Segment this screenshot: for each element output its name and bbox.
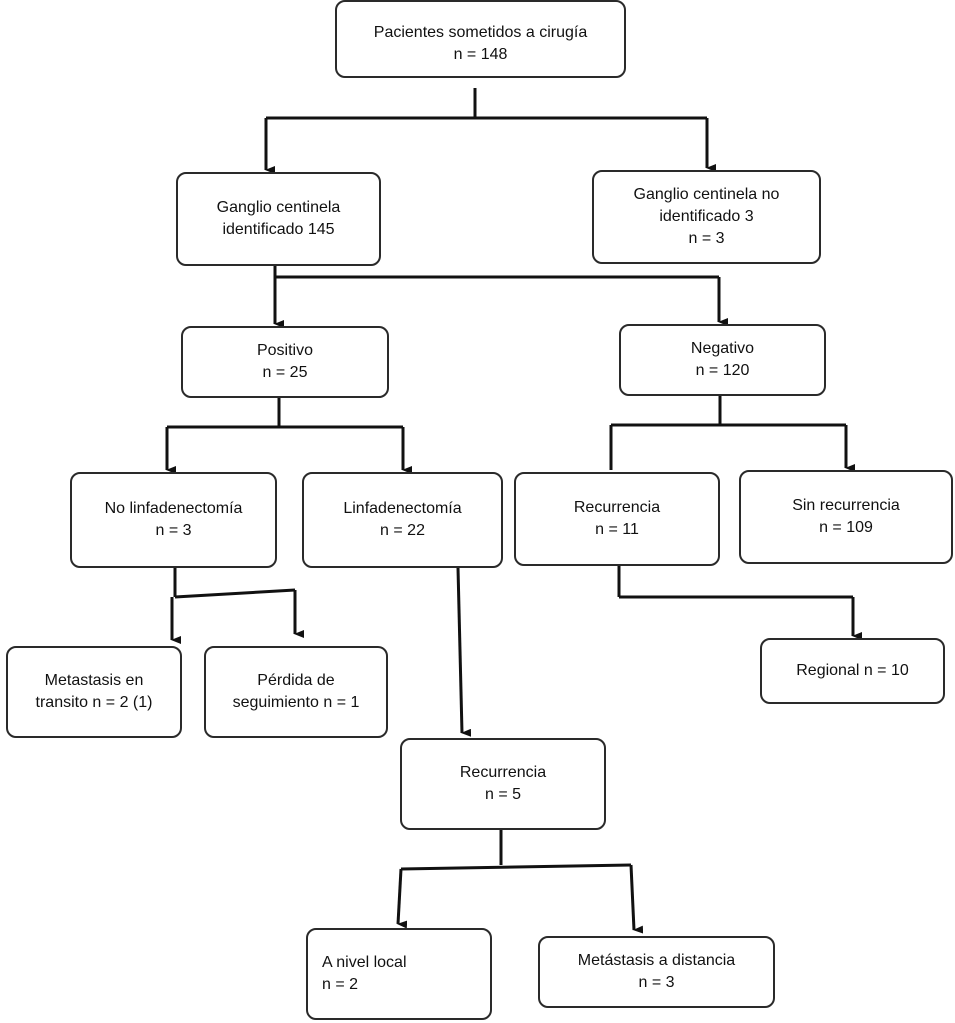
node-ganglio-no-identificado-line-2: identificado 3 [659,208,754,225]
node-recurrencia-linfadenectomia-line-2: n = 5 [484,786,522,803]
node-ganglio-identificado-line-2: identificado 145 [222,221,335,238]
node-no-linfadenectomia-line-1: No linfadenectomía [104,500,243,517]
node-root-line-2: n = 148 [453,46,508,63]
node-no-linfadenectomia-line-2: n = 3 [155,522,192,539]
node-perdida-seguimiento-line-2: seguimiento n = 1 [232,694,360,711]
node-regional: Regional n = 10 [760,638,945,704]
arrow-to-metastasis-distancia [629,864,644,934]
node-linfadenectomia-line-2: n = 22 [380,522,425,539]
node-sin-recurrencia: Sin recurrencia n = 109 [739,470,953,564]
node-recurrencia-negativo: Recurrencia n = 11 [514,472,720,566]
node-metastasis-transito: Metastasis en transito n = 2 (1) [6,646,182,738]
arrow-to-nivel-local [396,868,408,929]
connector-rec5-bar [400,863,632,871]
node-root-line-1: Pacientes sometidos a cirugía [373,24,588,41]
node-regional-line-1: Regional n = 10 [796,662,909,679]
node-sin-recurrencia-line-2: n = 109 [819,519,873,536]
node-ganglio-no-identificado-line-3: n = 3 [688,230,725,247]
node-negativo-line-2: n = 120 [695,362,750,379]
node-no-linfadenectomia: No linfadenectomía n = 3 [70,472,277,568]
node-ganglio-identificado-line-1: Ganglio centinela [216,199,341,216]
node-recurrencia-linfadenectomia: Recurrencia n = 5 [400,738,606,830]
node-linfadenectomia-line-1: Linfadenectomía [343,500,462,517]
node-perdida-seguimiento-line-1: Pérdida de [257,672,335,689]
node-root: Pacientes sometidos a cirugía n = 148 [335,0,626,78]
node-metastasis-distancia-line-2: n = 3 [638,974,675,991]
node-negativo-line-1: Negativo [690,340,755,357]
node-recurrencia-linfadenectomia-line-1: Recurrencia [459,764,547,781]
node-recurrencia-negativo-line-2: n = 11 [595,521,639,538]
node-nivel-local: A nivel local n = 2 [306,928,492,1020]
node-ganglio-identificado: Ganglio centinela identificado 145 [176,172,381,266]
node-nivel-local-line-2: n = 2 [322,976,359,993]
node-ganglio-no-identificado: Ganglio centinela no identificado 3 n = … [592,170,821,264]
node-metastasis-transito-line-1: Metastasis en [44,672,144,689]
node-metastasis-distancia-line-1: Metástasis a distancia [577,952,736,969]
node-linfadenectomia: Linfadenectomía n = 22 [302,472,503,568]
node-recurrencia-negativo-line-1: Recurrencia [573,499,661,516]
node-ganglio-no-identificado-line-1: Ganglio centinela no [633,186,780,203]
node-metastasis-transito-line-2: transito n = 2 (1) [35,694,153,711]
node-perdida-seguimiento: Pérdida de seguimiento n = 1 [204,646,388,738]
node-positivo-line-2: n = 25 [262,364,308,381]
node-negativo: Negativo n = 120 [619,324,826,396]
node-positivo: Positivo n = 25 [181,326,389,398]
node-positivo-line-1: Positivo [256,342,314,359]
node-nivel-local-line-1: A nivel local [322,954,407,971]
arrow-to-recurrencia-linfadenectomia [456,567,472,737]
connector-no-linf-bar [174,588,296,599]
node-metastasis-distancia: Metástasis a distancia n = 3 [538,936,775,1008]
node-sin-recurrencia-line-1: Sin recurrencia [792,497,900,514]
